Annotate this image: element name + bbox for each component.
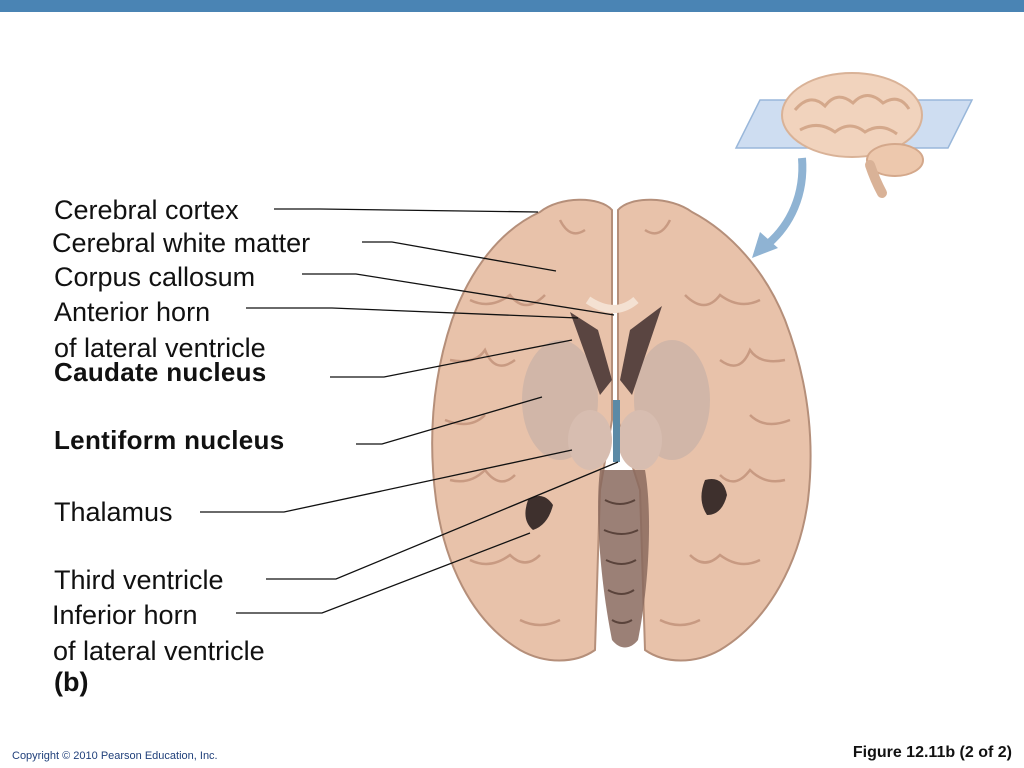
right-hemisphere xyxy=(617,198,812,662)
label-anterior-horn-line2: of lateral ventricle xyxy=(54,333,266,363)
left-anterior-horn xyxy=(570,312,612,395)
brain-horizontal-section xyxy=(431,198,812,662)
figure-caption: Figure 12.11b (2 of 2) xyxy=(852,744,1012,761)
left-inferior-horn xyxy=(525,496,553,530)
left-hemisphere xyxy=(431,198,613,662)
third-ventricle xyxy=(613,400,620,462)
label-corpus-callosum: Corpus callosum xyxy=(54,262,256,292)
small-brainstem xyxy=(865,160,887,198)
panel-label: (b) xyxy=(54,667,89,697)
small-cerebellum xyxy=(866,143,924,177)
brain-orientation-icon xyxy=(734,72,974,198)
right-thalamus xyxy=(618,410,662,470)
label-cerebral-cortex: Cerebral cortex xyxy=(54,195,239,225)
label-caudate-nucleus: Caudate nucleus xyxy=(54,357,267,387)
label-third-ventricle: Third ventricle xyxy=(54,565,224,595)
corpus-callosum-genu xyxy=(585,296,639,313)
label-inferior-horn: Inferior horn xyxy=(52,600,198,630)
top-bar xyxy=(0,0,1024,12)
right-inferior-horn xyxy=(701,479,727,515)
label-inferior-horn-line2: of lateral ventricle xyxy=(53,636,265,666)
small-brain-shape xyxy=(781,72,923,158)
right-anterior-horn xyxy=(620,306,662,395)
label-anterior-horn: Anterior horn xyxy=(54,297,211,327)
label-thalamus: Thalamus xyxy=(54,497,173,527)
curved-arrow xyxy=(752,157,807,258)
label-lentiform-nucleus: Lentiform nucleus xyxy=(54,425,285,455)
copyright-notice: Copyright © 2010 Pearson Education, Inc. xyxy=(12,750,218,762)
label-cerebral-white-matter: Cerebral white matter xyxy=(52,228,311,258)
brainstem-section xyxy=(598,470,650,648)
leader-lines xyxy=(200,208,619,614)
left-thalamus xyxy=(568,410,612,470)
